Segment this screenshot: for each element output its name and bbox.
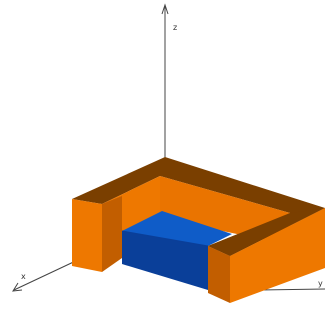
slab-front-face	[122, 231, 208, 290]
frame-left-side-face	[102, 196, 122, 272]
frame-left-front-face	[72, 199, 102, 272]
frame-right-front-face	[208, 246, 230, 303]
axes: z x y	[12, 3, 326, 292]
z-axis-label: z	[173, 23, 177, 32]
slab-top-face	[122, 211, 232, 246]
frame-right-block	[208, 208, 325, 303]
y-axis-line	[259, 288, 326, 291]
frame-right-side-face	[230, 208, 325, 303]
x-axis-label: x	[21, 272, 26, 281]
frame-right-top-face	[208, 208, 325, 256]
y-axis-label: y	[318, 279, 323, 288]
slab-front-edge	[121, 230, 209, 247]
x-axis-line	[13, 257, 83, 291]
z-axis-arrowhead	[161, 3, 169, 15]
blue-slab	[121, 211, 232, 290]
x-axis-arrowhead	[12, 282, 23, 292]
